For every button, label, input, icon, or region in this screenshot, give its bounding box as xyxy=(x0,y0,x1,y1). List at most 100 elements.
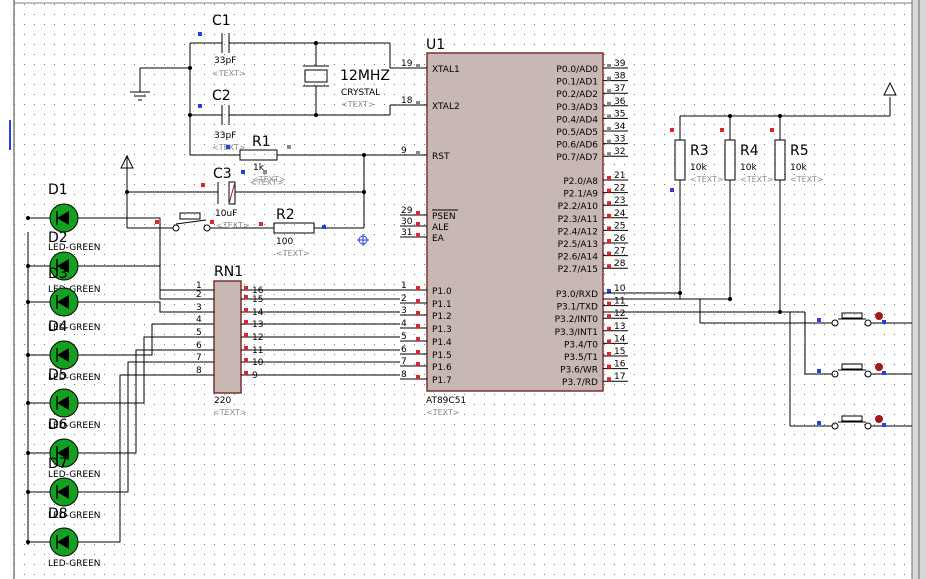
rn1-pin-16[interactable]: 16 xyxy=(241,286,400,296)
u1-pin-number: 7 xyxy=(401,357,407,367)
u1-pin-name: P1.1 xyxy=(432,300,452,310)
r2-ref: R2 xyxy=(276,207,295,223)
c1-ref: C1 xyxy=(212,13,231,29)
r4-ref: R4 xyxy=(740,143,759,159)
u1-pin-name: P2.2/A10 xyxy=(558,202,599,212)
left-margin-marker xyxy=(9,120,11,150)
rn1-pin-15[interactable]: 15 xyxy=(241,295,400,305)
rn1-pin-13[interactable]: 13 xyxy=(241,320,400,330)
key-switch-1[interactable] xyxy=(817,312,912,327)
led-label: LED-GREEN xyxy=(48,323,101,333)
key-switches xyxy=(817,312,912,430)
u1-pin-number: 34 xyxy=(614,122,626,132)
rn1-pin-7[interactable]: 7 xyxy=(190,353,214,363)
rn1-pin-number: 15 xyxy=(252,295,263,305)
u1-pin-name: P3.4/T0 xyxy=(564,340,598,350)
u1-pin-2[interactable]: 2P1.1 xyxy=(400,294,452,310)
u1-pin-name: P0.1/AD1 xyxy=(556,78,598,88)
rn1-pin-12[interactable]: 12 xyxy=(241,333,400,343)
rn1-pin-10[interactable]: 10 xyxy=(241,358,400,368)
u1-pin-number: 39 xyxy=(614,59,626,69)
rn1-pin-3[interactable]: 3 xyxy=(190,303,214,313)
u1-pin-name: P3.3/INT1 xyxy=(555,328,598,338)
u1-pin-7[interactable]: 7P1.6 xyxy=(400,357,452,373)
u1-pin-name: XTAL2 xyxy=(432,102,460,112)
u1-pin-number: 12 xyxy=(614,309,625,319)
key-switch-circuit[interactable]: R3 10k <TEXT> R4 10k <TEXT> R5 10k <TEXT… xyxy=(603,81,912,430)
u1-pin-number: 3 xyxy=(401,306,407,316)
rn1-pin-8[interactable]: 8 xyxy=(190,366,214,376)
led-label: LED-GREEN xyxy=(48,243,101,253)
oscillator-circuit[interactable]: C1 33pF <TEXT> C2 33pF <TEXT> 12MHZ CRYS… xyxy=(120,13,427,258)
u1-pin-name: P2.5/A13 xyxy=(558,240,598,250)
key-switch-3[interactable] xyxy=(817,415,912,430)
crystal-value: 12MHZ xyxy=(340,68,390,84)
rn1-pin-4[interactable]: 4 xyxy=(190,315,214,325)
u1-pin-6[interactable]: 6P1.5 xyxy=(400,345,452,361)
u1-microcontroller[interactable]: U1 AT89C51 <TEXT> 19XTAL118XTAL29RST29PS… xyxy=(400,37,628,417)
u1-pin-name: P3.5/T1 xyxy=(564,353,598,363)
rn1-pin-1[interactable]: 1 xyxy=(190,281,214,291)
rn1-pin-14[interactable]: 14 xyxy=(241,308,400,318)
u1-pin-number: 27 xyxy=(614,247,625,257)
key-switch-2[interactable] xyxy=(817,363,912,378)
rn1-pin-2[interactable]: 2 xyxy=(190,290,214,300)
u1-pin-3[interactable]: 3P1.2 xyxy=(400,306,452,322)
u1-pin-5[interactable]: 5P1.4 xyxy=(400,332,452,348)
u1-pin-name: P2.4/A12 xyxy=(558,227,598,237)
u1-pin-number: 29 xyxy=(401,206,413,216)
u1-pin-1[interactable]: 1P1.0 xyxy=(400,281,452,297)
u1-pin-4[interactable]: 4P1.3 xyxy=(400,319,452,335)
u1-pin-name: P2.1/A9 xyxy=(563,190,598,200)
rn1-pin-9[interactable]: 9 xyxy=(241,371,400,381)
rn1-ref: RN1 xyxy=(214,264,243,280)
u1-pin-name: XTAL1 xyxy=(432,65,460,75)
u1-pin-number: 28 xyxy=(614,259,626,269)
led-column[interactable]: D1LED-GREEND2LED-GREEND3LED-GREEND4LED-G… xyxy=(26,182,190,569)
u1-pin-8[interactable]: 8P1.7 xyxy=(400,370,452,386)
rn1-pin-11[interactable]: 11 xyxy=(241,346,400,356)
rn1-pin-5[interactable]: 5 xyxy=(190,328,214,338)
rn1-pin-6[interactable]: 6 xyxy=(190,341,214,351)
u1-right-pins: 39P0.0/AD038P0.1/AD137P0.2/AD236P0.3/AD3… xyxy=(555,59,628,388)
